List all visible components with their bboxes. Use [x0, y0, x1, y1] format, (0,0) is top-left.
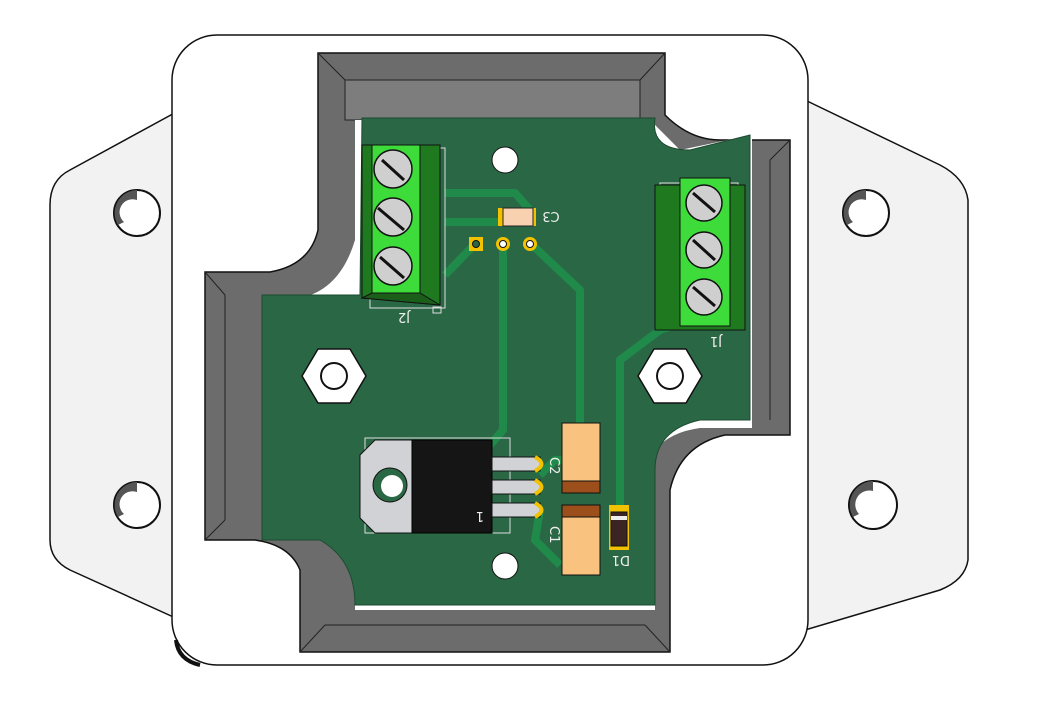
hex-nut	[301, 348, 367, 404]
label-c2: C2	[546, 457, 561, 474]
terminal-block-j2	[360, 144, 446, 314]
capacitor-c1	[561, 504, 601, 576]
diode-d1	[609, 505, 629, 550]
capacitor-c3	[498, 207, 536, 227]
left-mounting-flange	[49, 108, 181, 622]
pads	[469, 237, 537, 251]
voltage-regulator	[359, 437, 544, 534]
hex-nut	[637, 348, 703, 404]
label-j1: J1	[710, 333, 723, 348]
label-c1: C1	[546, 526, 561, 543]
label-d1: D1	[612, 552, 630, 567]
terminal-block-j1	[654, 177, 746, 331]
board-hole	[491, 146, 519, 174]
right-mounting-flange	[804, 98, 969, 632]
label-j2: J2	[398, 309, 411, 324]
capacitor-c2	[561, 422, 601, 494]
label-c3: C3	[542, 208, 559, 223]
pin1-marker: 1	[476, 508, 484, 523]
board-hole	[491, 552, 519, 580]
